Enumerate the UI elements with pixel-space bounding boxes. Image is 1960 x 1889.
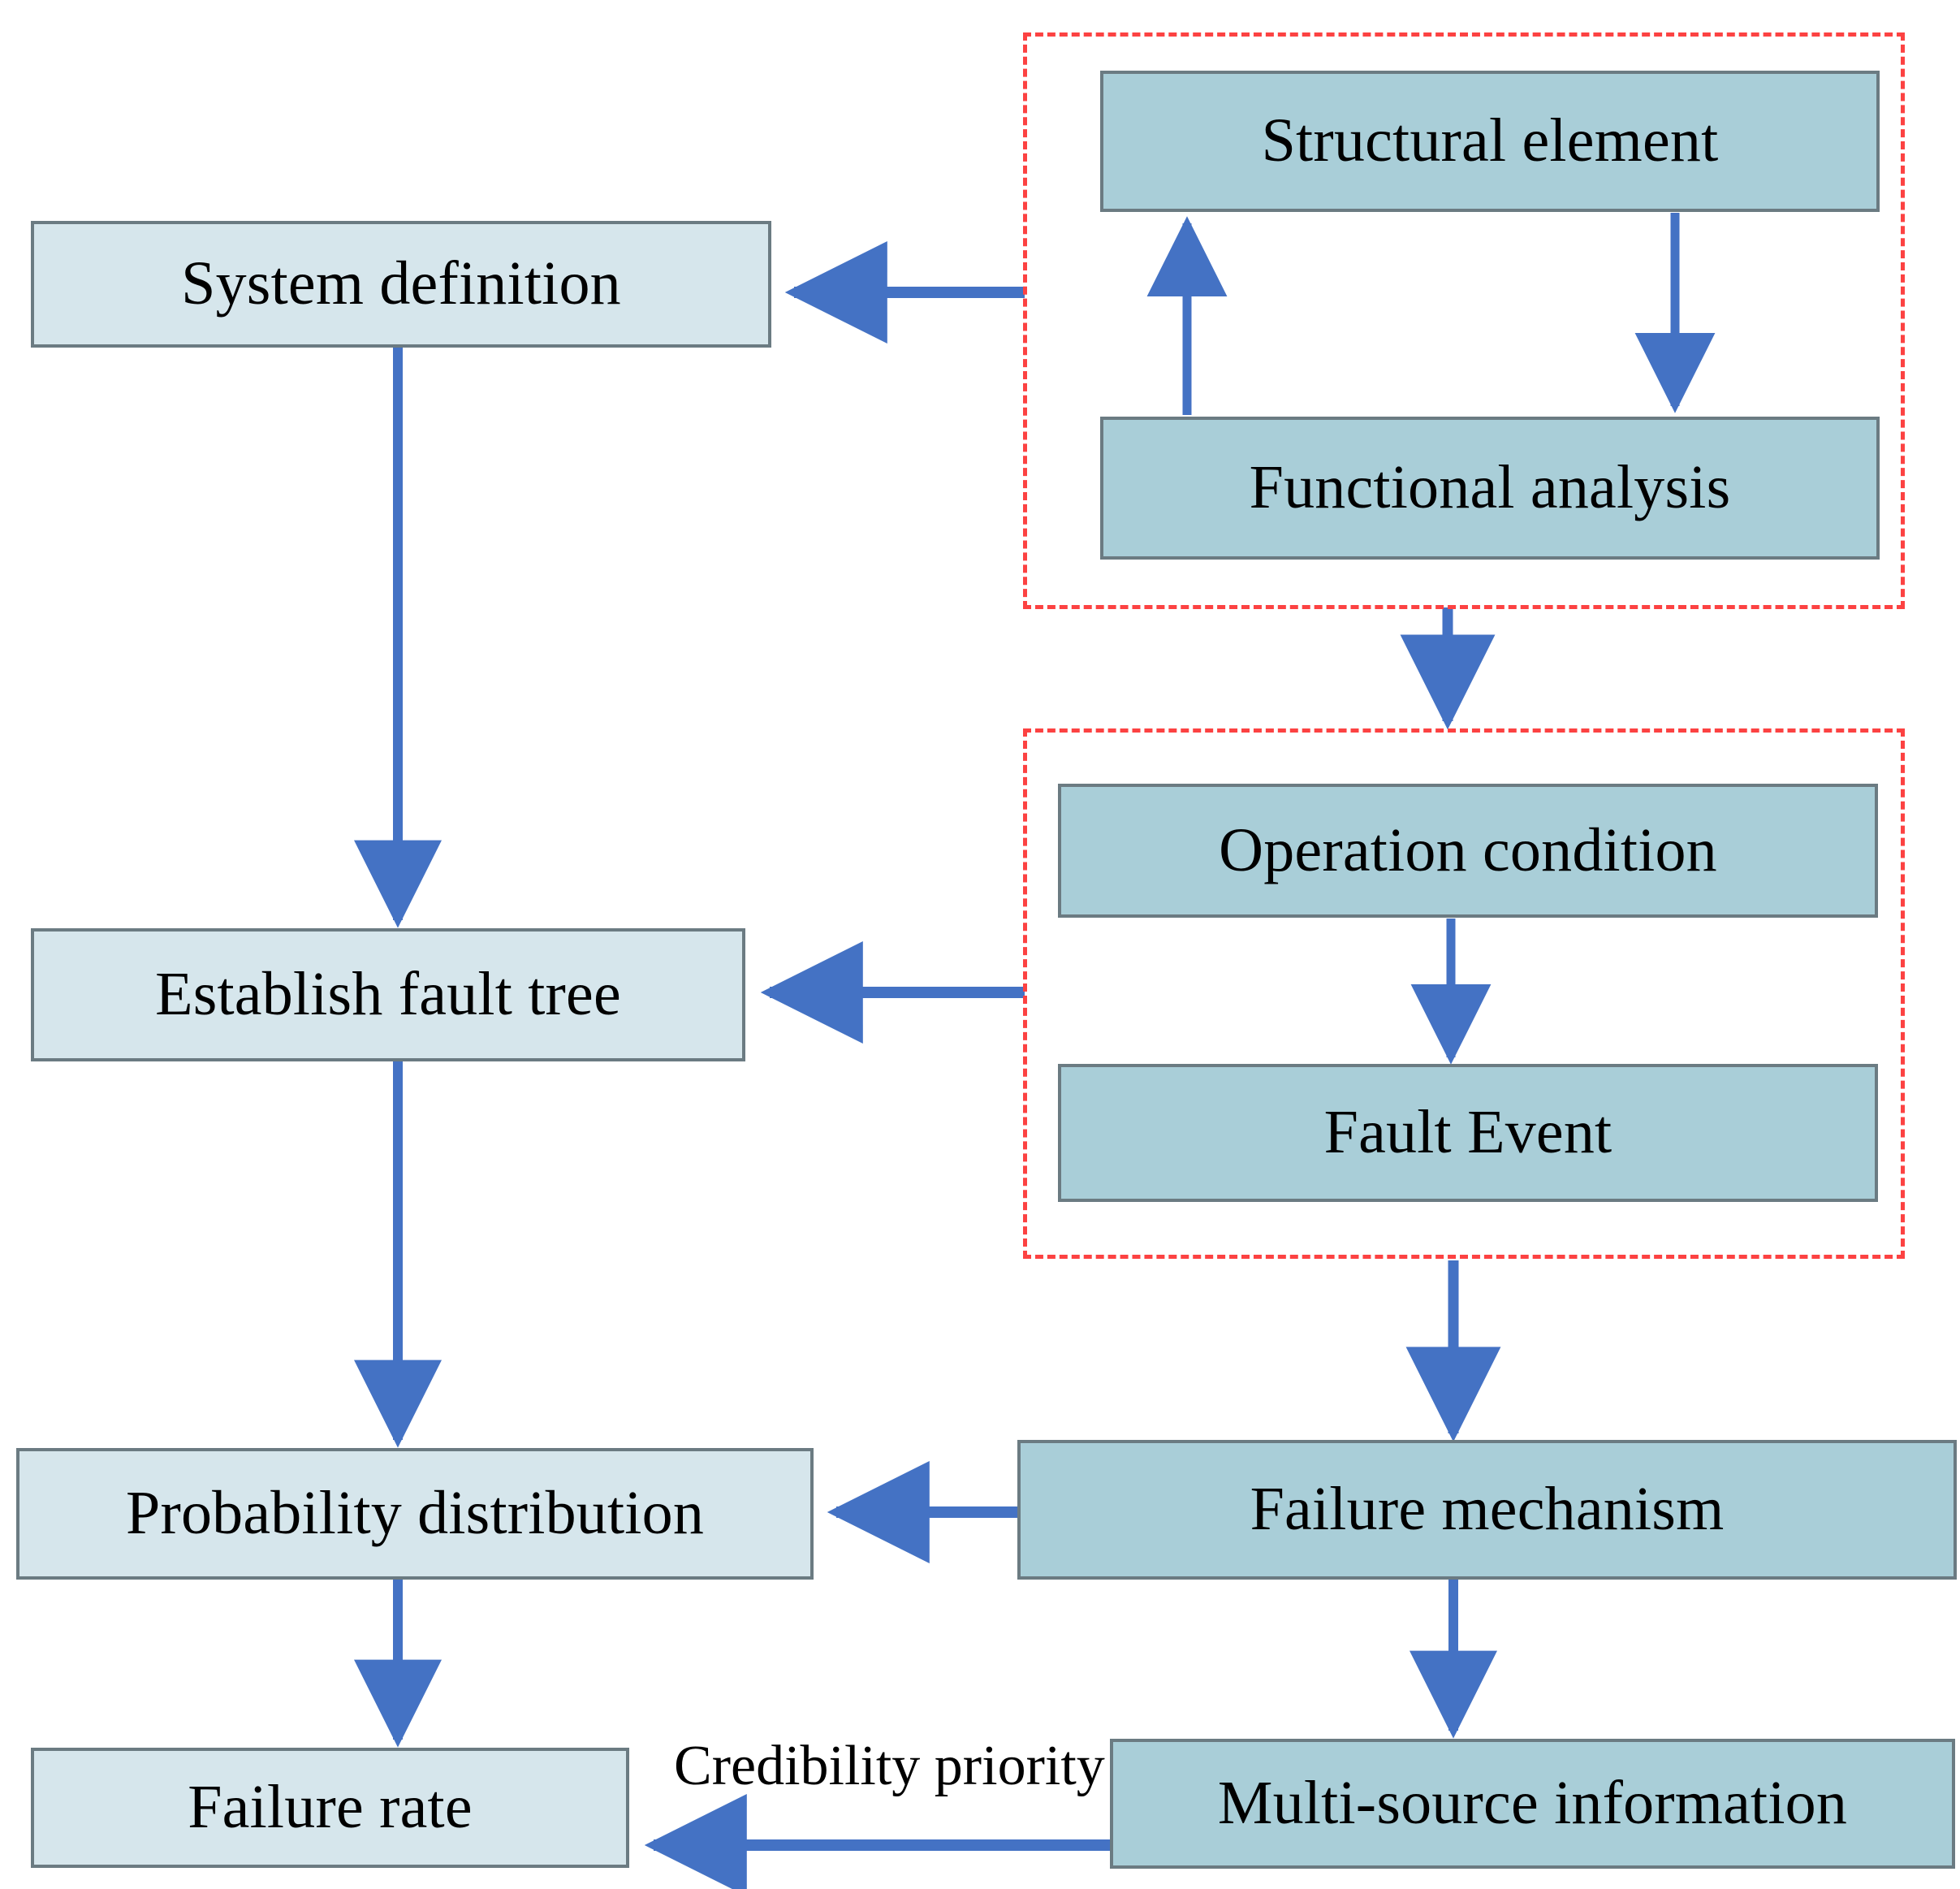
- node-multi-source-information[interactable]: Multi-source information: [1110, 1739, 1955, 1869]
- node-label-establish-fault-tree: Establish fault tree: [155, 960, 621, 1029]
- node-failure-rate[interactable]: Failure rate: [31, 1748, 629, 1868]
- node-label-operation-condition: Operation condition: [1219, 815, 1717, 884]
- node-label-multi-source-information: Multi-source information: [1217, 1769, 1848, 1838]
- node-label-structural-element: Structural element: [1261, 106, 1719, 175]
- node-establish-fault-tree[interactable]: Establish fault tree: [31, 928, 745, 1061]
- node-label-failure-mechanism: Failure mechanism: [1250, 1475, 1725, 1544]
- node-failure-mechanism[interactable]: Failure mechanism: [1017, 1440, 1957, 1580]
- edge-label-credibility-priority: Credibility priority: [674, 1735, 1105, 1797]
- node-label-failure-rate: Failure rate: [188, 1773, 473, 1842]
- node-label-fault-event: Fault Event: [1323, 1098, 1612, 1167]
- node-functional-analysis[interactable]: Functional analysis: [1100, 417, 1880, 560]
- node-label-probability-distribution: Probability distribution: [125, 1479, 705, 1548]
- group-operation-fault: [1023, 728, 1905, 1259]
- node-system-definition[interactable]: System definition: [31, 221, 771, 348]
- node-label-functional-analysis: Functional analysis: [1249, 453, 1731, 522]
- group-structural-functional: [1023, 32, 1905, 609]
- node-structural-element[interactable]: Structural element: [1100, 71, 1880, 212]
- node-fault-event[interactable]: Fault Event: [1058, 1064, 1878, 1202]
- node-label-system-definition: System definition: [181, 249, 621, 318]
- node-operation-condition[interactable]: Operation condition: [1058, 784, 1878, 918]
- node-probability-distribution[interactable]: Probability distribution: [16, 1448, 814, 1580]
